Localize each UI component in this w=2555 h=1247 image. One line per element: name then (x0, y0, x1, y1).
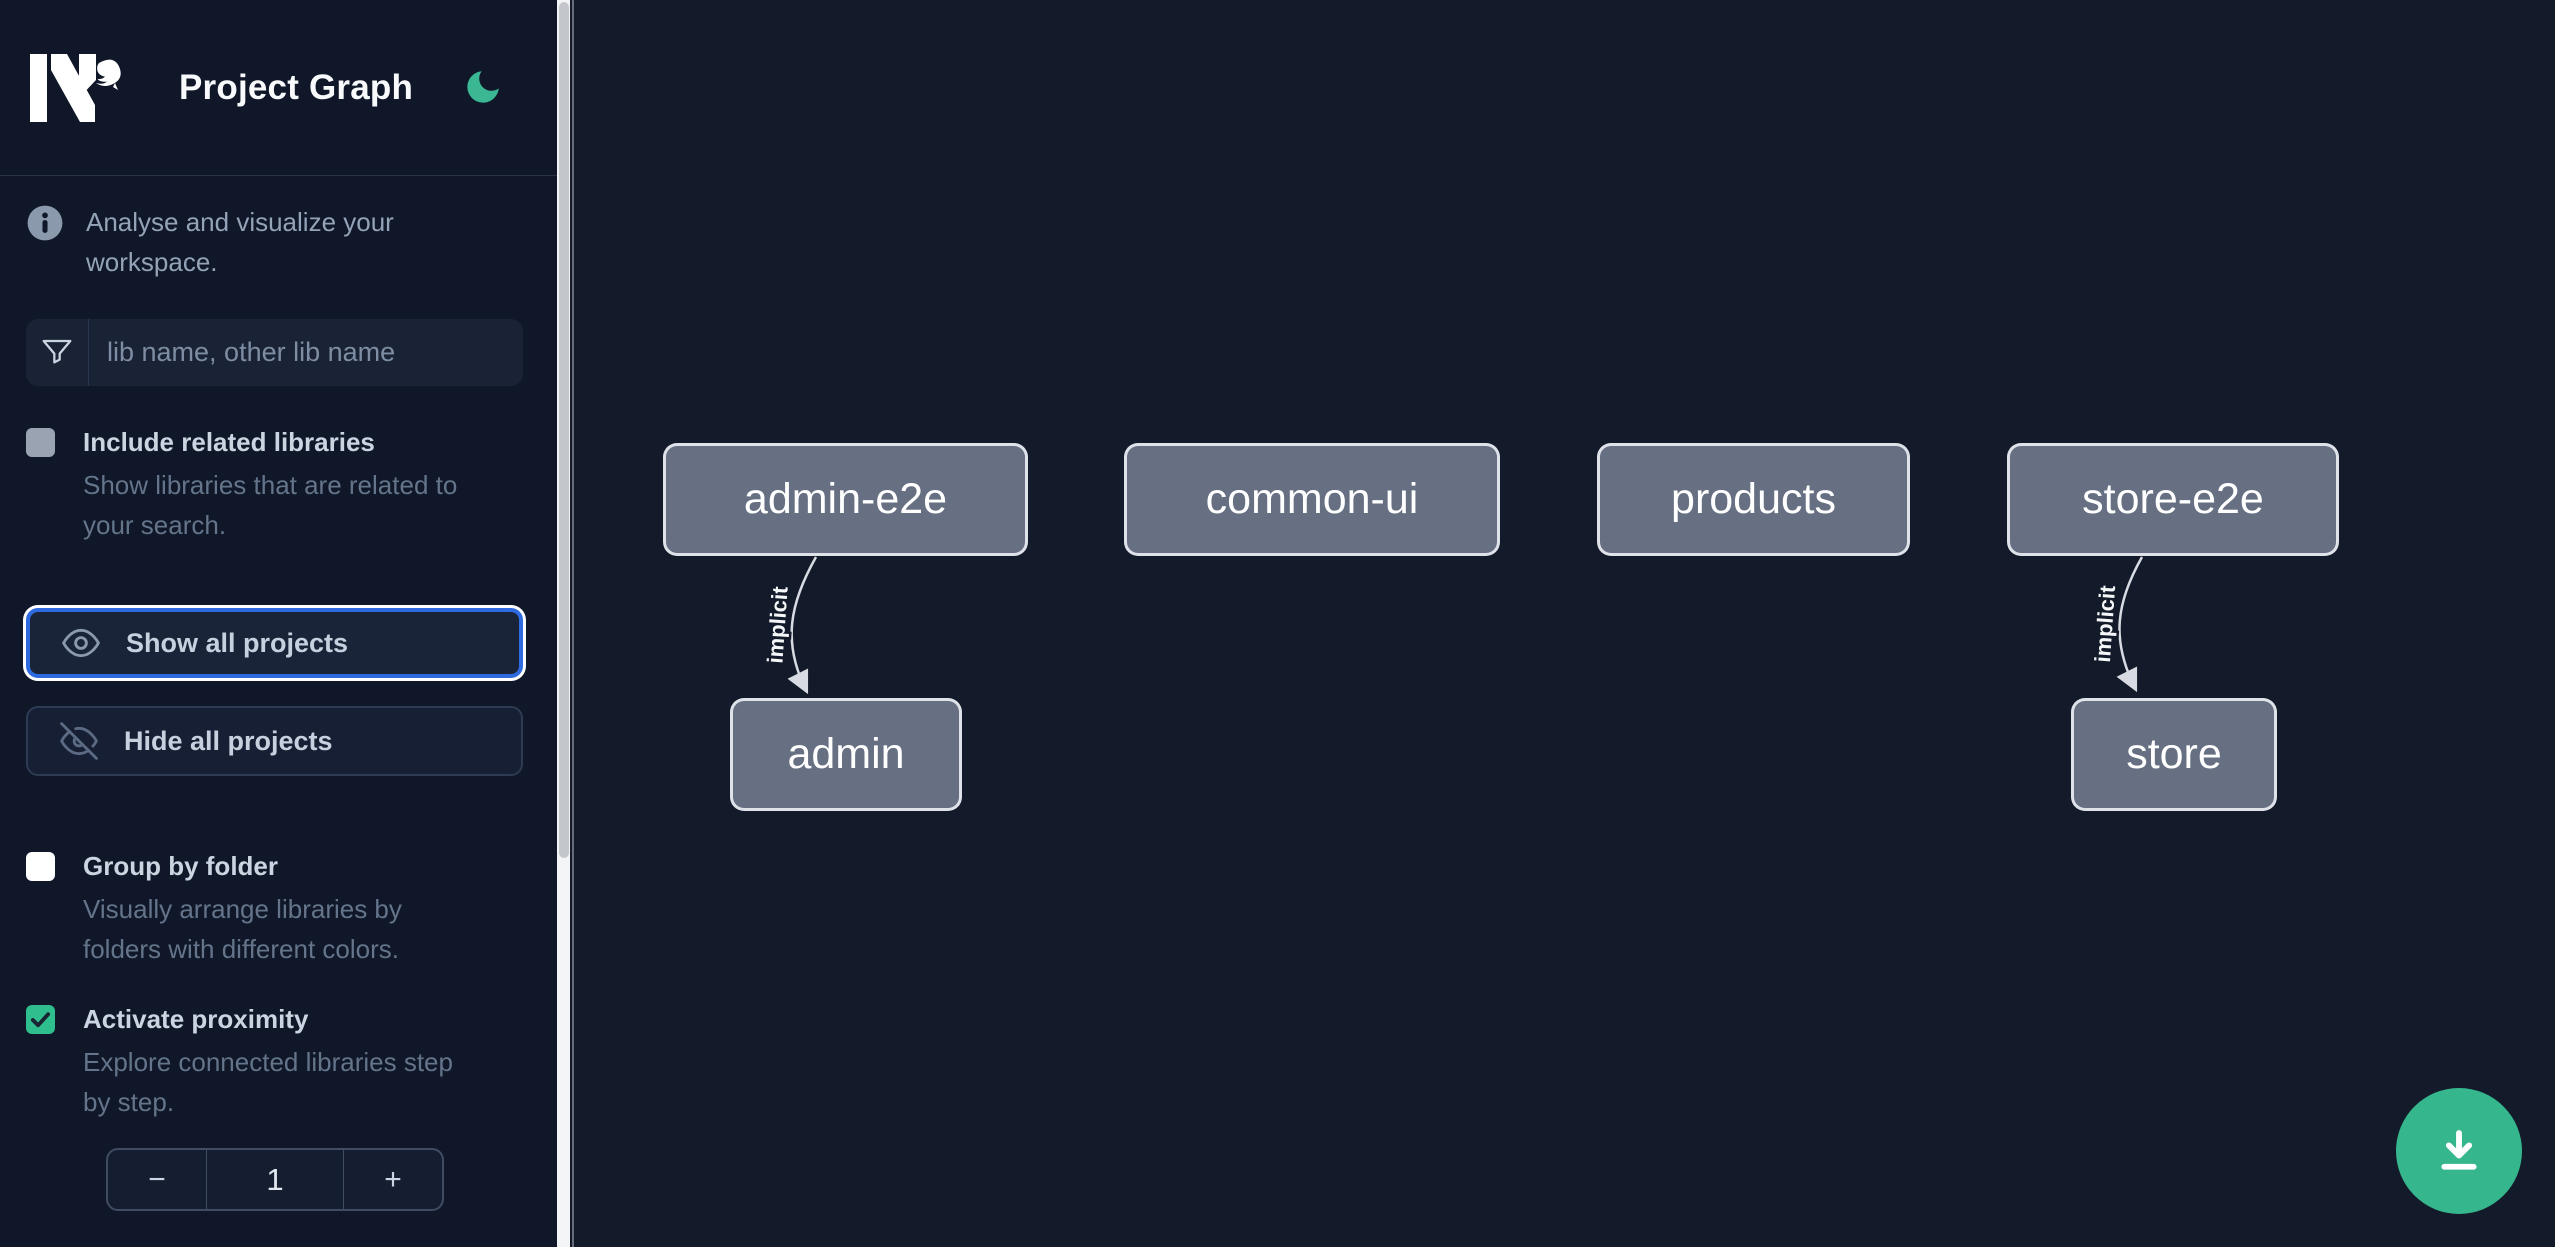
stepper-increment-button[interactable]: + (343, 1150, 442, 1209)
workspace-info-text: Analyse and visualize your workspace. (86, 207, 394, 277)
graph-edge-label: implicit (2090, 584, 2120, 663)
proximity-depth-stepper: − 1 + (106, 1148, 444, 1211)
activate-proximity-checkbox[interactable] (26, 1005, 55, 1034)
desc-line: Show libraries that are related to (83, 470, 458, 500)
sidebar-scrollbar-track[interactable] (557, 0, 570, 1247)
download-icon (2441, 1130, 2477, 1170)
header-divider (0, 175, 557, 176)
download-graph-button[interactable] (2396, 1088, 2522, 1214)
include-related-label[interactable]: Include related libraries (83, 427, 375, 457)
group-by-folder-checkbox[interactable] (26, 852, 55, 881)
sidebar-scrollbar-thumb[interactable] (558, 2, 569, 858)
graph-node-common-ui[interactable]: common-ui (1124, 443, 1500, 556)
option-include-related: Include related libraries Show libraries… (26, 425, 531, 545)
desc-line: folders with different colors. (83, 934, 399, 964)
desc-line: Explore connected libraries step (83, 1047, 453, 1077)
sidebar-canvas-divider (572, 0, 574, 1247)
desc-line: by step. (83, 1087, 175, 1117)
include-related-checkbox[interactable] (26, 428, 55, 457)
filter-searchbox (26, 319, 523, 386)
sidebar: Project Graph Analyse and visualize your… (0, 0, 557, 1247)
group-by-folder-description: Visually arrange libraries by folders wi… (83, 889, 402, 969)
include-related-description: Show libraries that are related to your … (83, 465, 457, 545)
desc-line: your search. (83, 510, 227, 540)
option-group-by-folder: Group by folder Visually arrange librari… (26, 849, 531, 969)
hide-all-projects-button[interactable]: Hide all projects (26, 706, 523, 776)
show-all-projects-label: Show all projects (126, 627, 349, 658)
stepper-value: 1 (266, 1161, 284, 1197)
funnel-filter-icon (42, 339, 72, 363)
option-activate-proximity: Activate proximity Explore connected lib… (26, 1002, 531, 1122)
graph-node-store-e2e[interactable]: store-e2e (2007, 443, 2339, 556)
activate-proximity-description: Explore connected libraries step by step… (83, 1042, 453, 1122)
desc-line: Visually arrange libraries by (83, 894, 402, 924)
graph-edge-label: implicit (762, 585, 792, 664)
library-filter-input[interactable] (89, 319, 523, 386)
sidebar-header: Project Graph (0, 0, 557, 176)
page-title: Project Graph (179, 68, 414, 107)
dark-mode-toggle-moon-icon[interactable] (462, 66, 504, 108)
checkmark-icon (30, 1012, 51, 1028)
eye-icon (62, 628, 100, 658)
workspace-info: Analyse and visualize your workspace. (26, 202, 526, 282)
graph-node-store[interactable]: store (2071, 698, 2277, 811)
nx-logo-icon (30, 54, 121, 122)
eye-off-icon (60, 722, 98, 760)
filter-icon-section (26, 319, 89, 386)
hide-all-projects-label: Hide all projects (124, 725, 333, 756)
graph-edge-store-e2e-to-store (2116, 556, 2144, 693)
info-icon (27, 205, 63, 241)
stepper-decrement-button[interactable]: − (108, 1150, 207, 1209)
group-by-folder-label[interactable]: Group by folder (83, 851, 278, 881)
graph-node-admin-e2e[interactable]: admin-e2e (663, 443, 1028, 556)
activate-proximity-label[interactable]: Activate proximity (83, 1004, 309, 1034)
graph-edge-admin-e2e-to-admin (787, 556, 818, 695)
graph-node-admin[interactable]: admin (730, 698, 962, 811)
graph-node-products[interactable]: products (1597, 443, 1910, 556)
show-all-projects-button[interactable]: Show all projects (26, 608, 523, 678)
